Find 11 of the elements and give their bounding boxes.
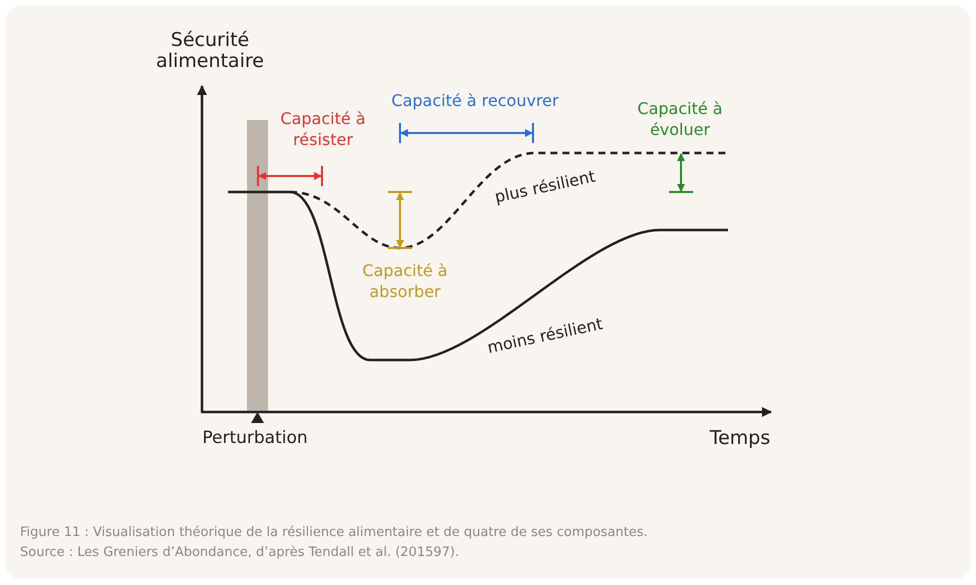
axis-title: Sécurité alimentaire [155,30,265,72]
source-note: Source : Les Greniers d’Abondance, d’après Tendall et al. (201597). [20,544,460,562]
curve-label: plus résilient [492,166,598,208]
dimension-label: Capacité à recouvrer [390,90,560,111]
dimension-label: Capacité à évoluer [636,98,724,140]
dimension-label: Capacité à résister [279,108,367,150]
curve-label: moins résilient [484,313,606,359]
dimension-label: Capacité à absorber [361,260,449,302]
axis-label: Perturbation [201,428,309,449]
caption: Figure 11 : Visualisation théorique de la résilience alimentaire et de quatre de ses composantes. [20,524,648,542]
axis-title: Temps [708,428,772,449]
